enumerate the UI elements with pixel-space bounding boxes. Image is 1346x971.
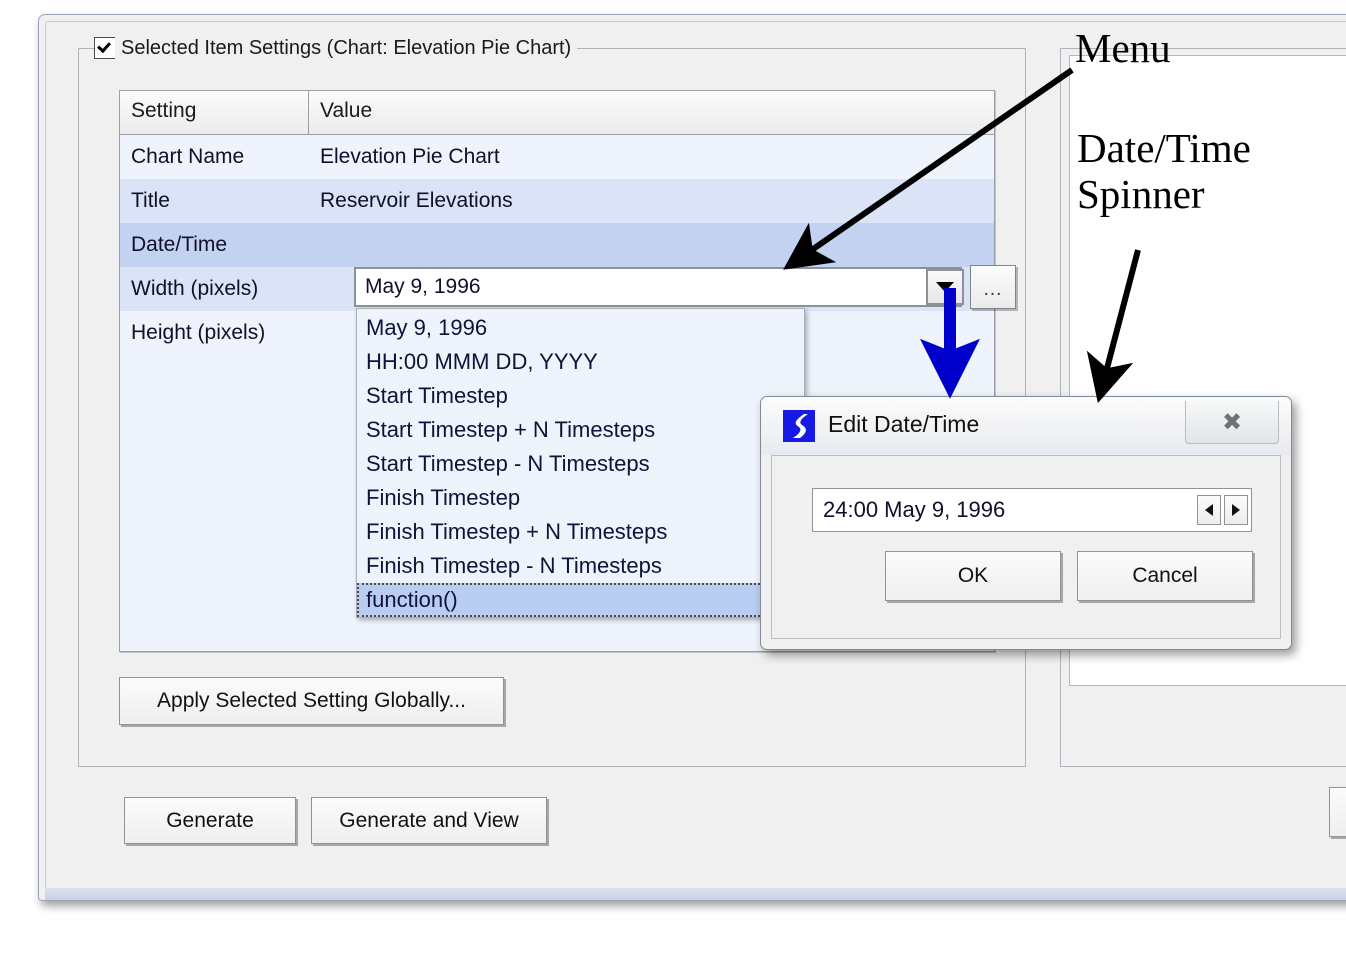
row-setting-name: Width (pixels) bbox=[131, 277, 259, 300]
table-row[interactable]: Title Reservoir Elevations bbox=[120, 179, 994, 223]
date-time-combobox[interactable]: May 9, 1996 bbox=[354, 267, 962, 307]
row-setting-name: Chart Name bbox=[131, 145, 245, 168]
row-setting-name: Title bbox=[131, 189, 170, 212]
row-setting-value: Reservoir Elevations bbox=[320, 189, 513, 212]
table-row-selected[interactable]: Date/Time bbox=[120, 223, 994, 267]
cancel-button[interactable]: Cancel bbox=[1077, 551, 1253, 601]
close-icon[interactable]: ✖ bbox=[1185, 401, 1279, 444]
column-header-setting[interactable]: Setting bbox=[120, 91, 309, 135]
window-status-strip bbox=[45, 888, 1346, 900]
application-logo-icon bbox=[783, 410, 815, 442]
group-title-label: Selected Item Settings (Chart: Elevation… bbox=[115, 35, 578, 61]
date-time-spinner-value: 24:00 May 9, 1996 bbox=[823, 497, 1006, 522]
dropdown-item[interactable]: Finish Timestep bbox=[366, 485, 521, 510]
dropdown-item[interactable]: HH:00 MMM DD, YYYY bbox=[366, 349, 598, 374]
dialog-title-label: Edit Date/Time bbox=[828, 411, 980, 437]
group-enable-checkbox[interactable] bbox=[94, 37, 116, 59]
annotation-spinner-label: Date/Time Spinner bbox=[1077, 125, 1251, 217]
chevron-down-icon bbox=[936, 282, 954, 292]
combobox-dropdown-button[interactable] bbox=[926, 269, 964, 305]
application-window: Selected Item Settings (Chart: Elevation… bbox=[38, 14, 1346, 901]
annotation-menu-label: Menu bbox=[1075, 25, 1171, 71]
dropdown-item-selected[interactable]: function() bbox=[357, 583, 804, 617]
dropdown-item[interactable]: Start Timestep - N Timesteps bbox=[366, 451, 650, 476]
table-row[interactable]: Chart Name Elevation Pie Chart bbox=[120, 135, 994, 179]
row-setting-value: Elevation Pie Chart bbox=[320, 145, 500, 168]
window-client-area: Selected Item Settings (Chart: Elevation… bbox=[45, 21, 1346, 894]
table-header-row: Setting Value bbox=[120, 91, 994, 135]
triangle-left-icon bbox=[1205, 504, 1213, 516]
row-setting-name: Height (pixels) bbox=[131, 321, 266, 344]
dropdown-item[interactable]: Finish Timestep + N Timesteps bbox=[366, 519, 668, 544]
date-time-combobox-value: May 9, 1996 bbox=[365, 275, 481, 298]
row-setting-name: Date/Time bbox=[131, 233, 228, 256]
ok-button[interactable]: OK bbox=[885, 551, 1061, 601]
dialog-titlebar[interactable]: Edit Date/Time ✖ bbox=[761, 397, 1291, 455]
date-time-dropdown-list[interactable]: May 9, 1996 HH:00 MMM DD, YYYY Start Tim… bbox=[356, 308, 805, 618]
edit-date-time-dialog: Edit Date/Time ✖ 24:00 May 9, 1996 OK Ca… bbox=[760, 396, 1292, 650]
spinner-increment-button[interactable] bbox=[1224, 495, 1248, 525]
dropdown-item[interactable]: May 9, 1996 bbox=[366, 315, 488, 340]
dropdown-item[interactable]: Start Timestep bbox=[366, 383, 508, 408]
dialog-body: 24:00 May 9, 1996 OK Cancel bbox=[771, 455, 1281, 639]
generate-and-view-button[interactable]: Generate and View bbox=[311, 797, 547, 844]
right-panel-partial-button[interactable] bbox=[1329, 787, 1346, 837]
dropdown-item[interactable]: Start Timestep + N Timesteps bbox=[366, 417, 656, 442]
spinner-decrement-button[interactable] bbox=[1197, 495, 1221, 525]
dropdown-item[interactable]: Finish Timestep - N Timesteps bbox=[366, 553, 662, 578]
generate-button[interactable]: Generate bbox=[124, 797, 296, 844]
column-header-value[interactable]: Value bbox=[309, 91, 994, 135]
date-time-browse-button[interactable]: ... bbox=[970, 265, 1016, 309]
triangle-right-icon bbox=[1232, 504, 1240, 516]
date-time-spinner[interactable]: 24:00 May 9, 1996 bbox=[812, 488, 1252, 532]
selected-item-settings-group: Selected Item Settings (Chart: Elevation… bbox=[78, 35, 1026, 767]
apply-selected-setting-globally-button[interactable]: Apply Selected Setting Globally... bbox=[119, 677, 504, 725]
